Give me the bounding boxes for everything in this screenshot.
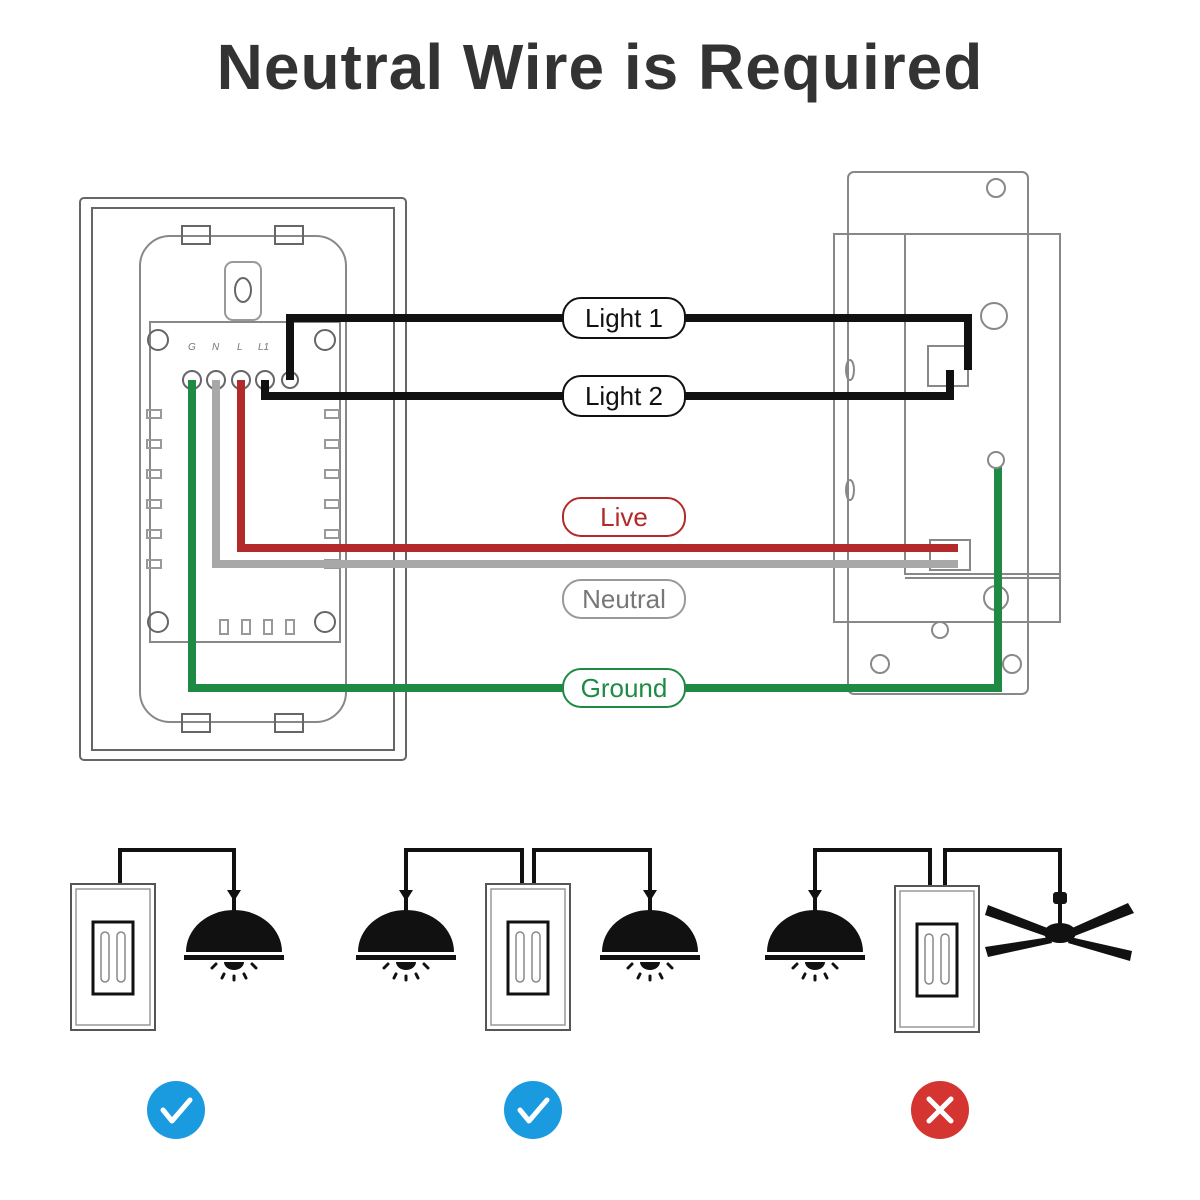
- scenario-light-and-fan: [763, 848, 1134, 1139]
- scenario-two-lights: [354, 848, 702, 1139]
- label-live-text: Live: [600, 502, 648, 532]
- wall-box: [833, 171, 1061, 695]
- ceiling-light-icon: [598, 888, 702, 982]
- switch-wallplate-outer: [79, 197, 407, 761]
- switch-body: [139, 235, 347, 723]
- label-light-1: Light 1: [562, 297, 686, 339]
- check-icon: [504, 1081, 562, 1139]
- mini-switch-icon: [893, 884, 981, 1034]
- terminal-labels: G N L L1: [188, 342, 269, 353]
- label-neutral: Neutral: [562, 579, 686, 619]
- label-live: Live: [562, 497, 686, 537]
- label-ground-text: Ground: [581, 673, 668, 703]
- smart-switch: [79, 197, 407, 761]
- label-light-1-text: Light 1: [585, 303, 663, 333]
- mini-switch-icon: [69, 882, 157, 1032]
- label-light-2-text: Light 2: [585, 381, 663, 411]
- wire-live: [237, 380, 958, 552]
- ceiling-light-icon: [763, 888, 867, 982]
- scenario-single-light: [69, 848, 286, 1139]
- switch-wallplate-inner: [91, 207, 395, 751]
- wall-box-mount: [847, 171, 1029, 695]
- label-ground: Ground: [562, 668, 686, 708]
- label-neutral-text: Neutral: [582, 584, 666, 614]
- mini-switch-icon: [484, 882, 572, 1032]
- ceiling-light-icon: [182, 888, 286, 982]
- page-title: Neutral Wire is Required: [216, 31, 984, 103]
- wire-neutral: [212, 380, 958, 568]
- check-icon: [147, 1081, 205, 1139]
- ceiling-fan-icon: [985, 892, 1134, 961]
- terminal-label: L: [237, 342, 243, 353]
- ceiling-light-icon: [354, 888, 458, 982]
- x-icon: [911, 1081, 969, 1139]
- terminal-label: N: [212, 342, 220, 353]
- terminal-label: G: [188, 342, 196, 353]
- terminal-label: L1: [258, 342, 269, 353]
- label-light-2: Light 2: [562, 375, 686, 417]
